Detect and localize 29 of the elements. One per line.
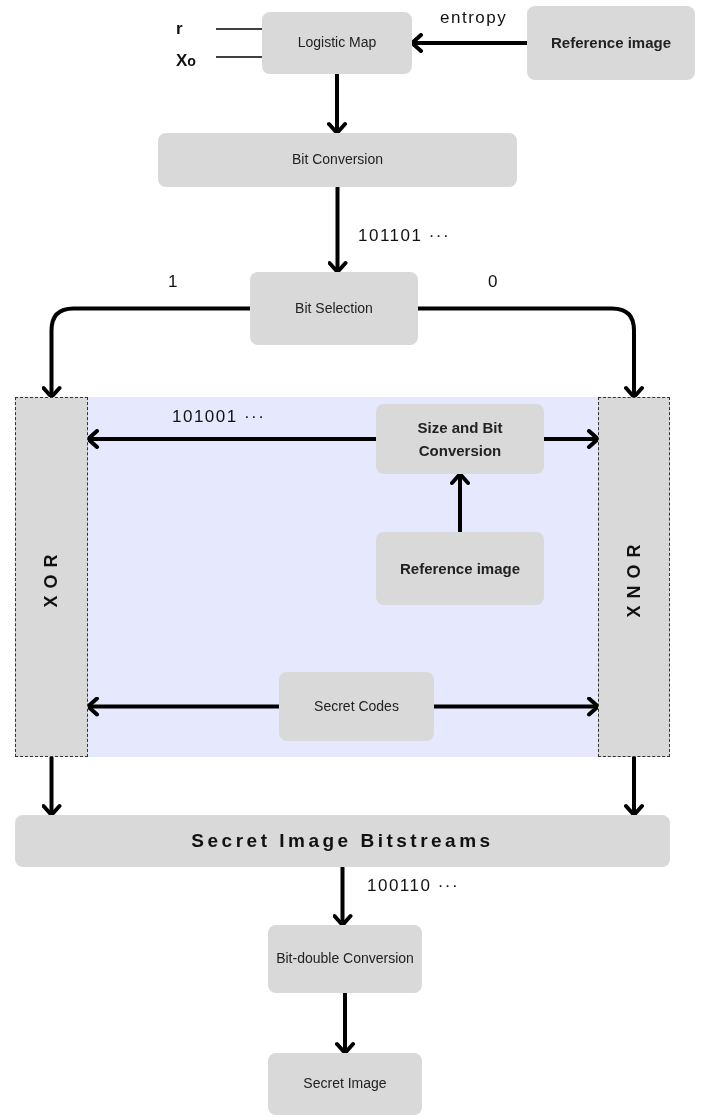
logic-gate-bar: XOR — [15, 397, 88, 757]
connector-line — [215, 56, 263, 58]
arrow — [624, 757, 644, 817]
arrow — [327, 74, 347, 135]
process-box: Reference image — [376, 532, 544, 605]
arrow — [544, 429, 600, 449]
logic-gate-bar: XNOR — [598, 397, 670, 757]
arrow — [41, 306, 250, 399]
arrow — [450, 472, 470, 532]
process-box: Bit-double Conversion — [268, 925, 422, 993]
arrow — [332, 867, 353, 927]
process-box: Logistic Map — [262, 12, 412, 74]
arrow — [86, 429, 376, 449]
arrow — [86, 696, 279, 717]
arrow — [41, 757, 62, 817]
arrow — [327, 187, 348, 274]
variable-label: r — [176, 16, 216, 42]
process-box: Size and Bit Conversion — [376, 404, 544, 474]
arrow — [410, 33, 527, 53]
arrow — [335, 993, 355, 1055]
process-box: Reference image — [527, 6, 695, 80]
process-bar: Secret Image Bitstreams — [15, 815, 670, 867]
arrow — [434, 696, 600, 717]
process-box: Bit Selection — [250, 272, 418, 345]
process-box: Bit Conversion — [158, 133, 517, 187]
process-box: Secret Image — [268, 1053, 422, 1115]
connector-line — [215, 28, 263, 30]
arrow — [418, 306, 644, 399]
process-box: Secret Codes — [279, 672, 434, 741]
